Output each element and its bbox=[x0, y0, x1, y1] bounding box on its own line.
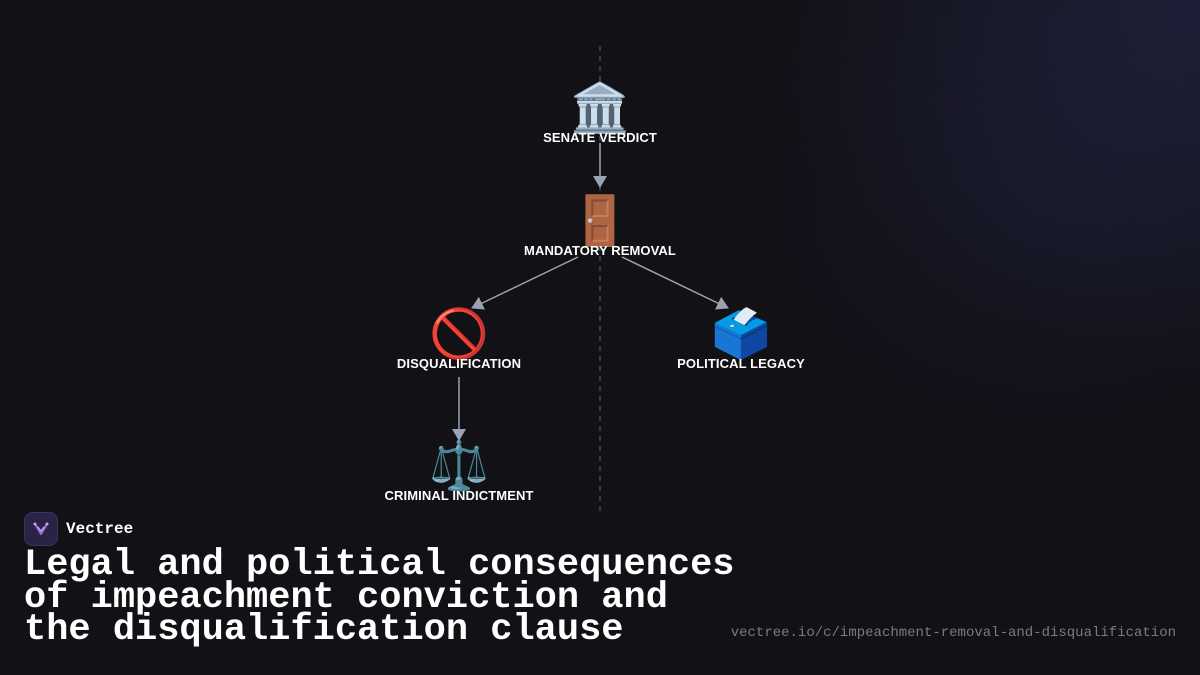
page-url[interactable]: vectree.io/c/impeachment-removal-and-dis… bbox=[730, 625, 1176, 641]
page-title: Legal and political consequences of impe… bbox=[24, 544, 735, 651]
node-label: MANDATORY REMOVAL bbox=[524, 243, 676, 258]
door-icon: 🚪 bbox=[570, 195, 630, 248]
brand[interactable]: Vectree bbox=[24, 512, 133, 546]
node-label: SENATE VERDICT bbox=[543, 130, 657, 145]
node-mandatory-removal: 🚪 MANDATORY REMOVAL bbox=[524, 195, 676, 258]
node-criminal-indictment: ⚖️ CRIMINAL INDICTMENT bbox=[385, 440, 534, 503]
edge-removal-to-legacy bbox=[621, 256, 729, 310]
node-label: POLITICAL LEGACY bbox=[677, 356, 805, 371]
node-senate-verdict: 🏛️ SENATE VERDICT bbox=[543, 82, 657, 145]
vectree-logo-icon bbox=[24, 512, 58, 546]
node-disqualification: 🚫 DISQUALIFICATION bbox=[397, 308, 521, 371]
node-label: DISQUALIFICATION bbox=[396, 356, 522, 371]
edge-removal-to-disqualification bbox=[471, 256, 579, 310]
classical-building-icon: 🏛️ bbox=[570, 82, 630, 135]
ballot-box-icon: 🗳️ bbox=[711, 308, 771, 361]
node-label: CRIMINAL INDICTMENT bbox=[384, 488, 534, 503]
balance-scale-icon: ⚖️ bbox=[429, 440, 489, 493]
node-political-legacy: 🗳️ POLITICAL LEGACY bbox=[677, 308, 805, 371]
prohibited-icon: 🚫 bbox=[429, 308, 489, 361]
brand-name: Vectree bbox=[66, 520, 134, 538]
